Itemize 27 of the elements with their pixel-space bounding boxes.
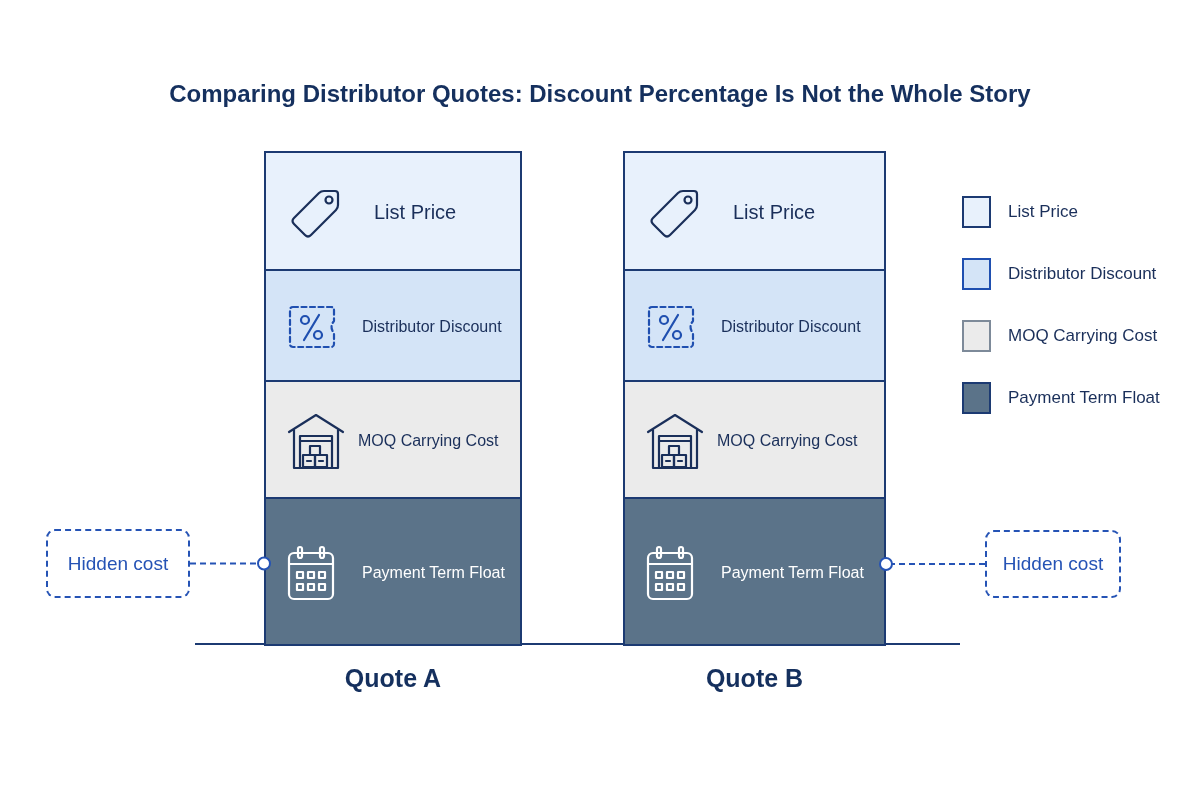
segment-label: List Price [733,200,816,224]
bar-segment [623,380,886,499]
legend-label: Payment Term Float [1008,388,1160,408]
bar-label: Quote A [344,664,442,693]
segment-label: Payment Term Float [721,563,864,582]
chart-title: Comparing Distributor Quotes: Discount Percentage Is Not the Whole Story [169,80,1031,108]
segment-label: Distributor Discount [721,317,861,336]
bar-segment [623,151,886,271]
callout-box: Hidden cost [46,529,190,598]
bar-segment [264,269,522,382]
legend-label: Distributor Discount [1008,264,1157,284]
bar-segment [264,497,522,646]
segment-label: MOQ Carrying Cost [358,431,499,450]
leader-line [189,556,271,571]
segment-label: Distributor Discount [362,317,502,336]
leader-line [879,557,986,571]
segment-label: Payment Term Float [362,563,505,582]
segment-label: List Price [374,200,457,224]
segment-label: MOQ Carrying Cost [717,431,858,450]
bar-label: Quote B [705,664,804,693]
bar-segment [264,151,522,271]
bar-segment [623,269,886,382]
bar-segment [623,497,886,646]
legend-label: MOQ Carrying Cost [1008,326,1158,346]
legend-label: List Price [1008,202,1078,222]
bar-segment [264,380,522,499]
callout-box: Hidden cost [985,530,1121,598]
